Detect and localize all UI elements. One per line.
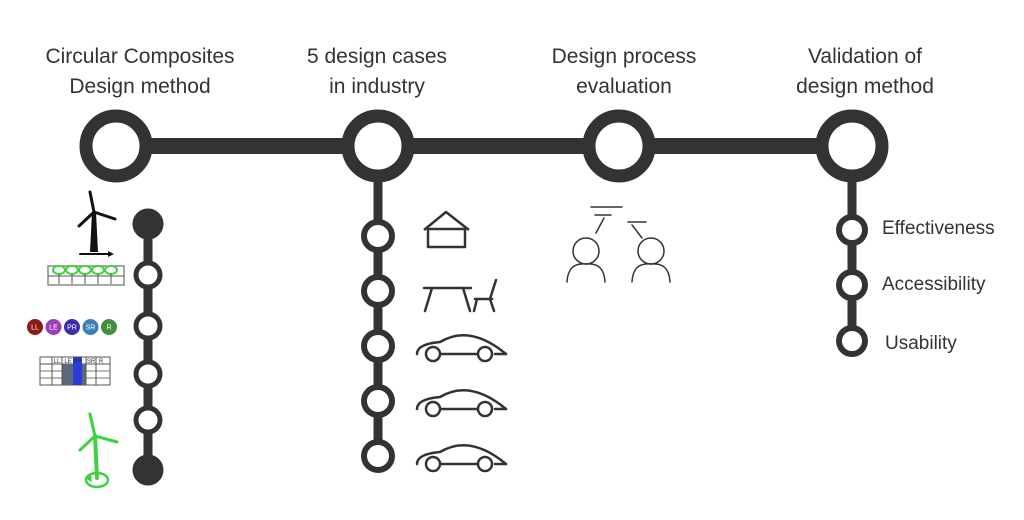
method-node-start — [132, 208, 164, 240]
phase-circle — [64, 319, 80, 335]
phase-circle-label: PR — [67, 325, 77, 332]
composite-layer-oval — [78, 265, 92, 275]
circular-turbine-icon — [78, 412, 119, 489]
composite-layer-oval — [104, 265, 118, 275]
car-icon — [415, 444, 508, 473]
validation-node-effectiveness — [836, 214, 868, 246]
matrix-header-label: PR — [74, 359, 83, 365]
matrix-header-label: R — [99, 359, 104, 365]
phase-circle — [27, 319, 43, 335]
criterion-accessibility: Accessibility — [882, 274, 986, 295]
method-node — [133, 260, 163, 290]
phase-circle — [45, 319, 62, 335]
case-node — [361, 384, 395, 418]
main-node-design-method — [79, 109, 153, 183]
main-node-design-cases — [341, 109, 415, 183]
car-icon — [415, 389, 508, 418]
people-discussion-icon — [566, 206, 671, 283]
case-node — [361, 219, 395, 253]
criterion-effectiveness: Effectiveness — [882, 218, 995, 239]
case-node — [361, 439, 395, 473]
matrix-header-label: SR — [87, 359, 96, 365]
validation-node-accessibility — [836, 269, 868, 301]
matrix-header-label: LL — [54, 359, 61, 365]
stage-title-design-method: Circular Composites Design method — [45, 45, 235, 98]
stage-title-validation: Validation of design method — [796, 45, 934, 98]
method-node — [133, 359, 163, 389]
method-node-end — [132, 454, 164, 486]
house-icon — [423, 210, 470, 249]
validation-node-usability — [836, 325, 868, 357]
phase-circle-label: SR — [86, 325, 96, 332]
phase-circle-label: LL — [31, 325, 39, 332]
composite-layer-oval — [52, 265, 66, 275]
composite-layer-oval — [91, 265, 105, 275]
table-chair-icon — [422, 278, 498, 313]
car-icon — [415, 334, 508, 363]
matrix-header-label: LE — [64, 359, 71, 365]
main-node-validation — [815, 109, 889, 183]
phase-circle-label: LE — [49, 325, 58, 332]
main-node-process-evaluation — [582, 109, 656, 183]
stage-title-process-evaluation: Design process evaluation — [551, 45, 697, 98]
phase-circle-label: R — [106, 325, 111, 332]
method-node — [133, 311, 163, 341]
stage-title-design-cases: 5 design cases in industry — [306, 45, 448, 98]
phase-circle — [82, 319, 99, 335]
criterion-usability: Usability — [885, 333, 957, 354]
method-node — [133, 405, 163, 435]
case-node — [361, 329, 395, 363]
wind-turbine-icon — [77, 190, 117, 257]
composite-layers-icon — [47, 265, 125, 286]
phase-circle — [101, 319, 117, 335]
phase-circles-icon: LL LE PR SR R — [27, 319, 117, 335]
composite-layer-oval — [65, 265, 79, 275]
case-node — [361, 274, 395, 308]
